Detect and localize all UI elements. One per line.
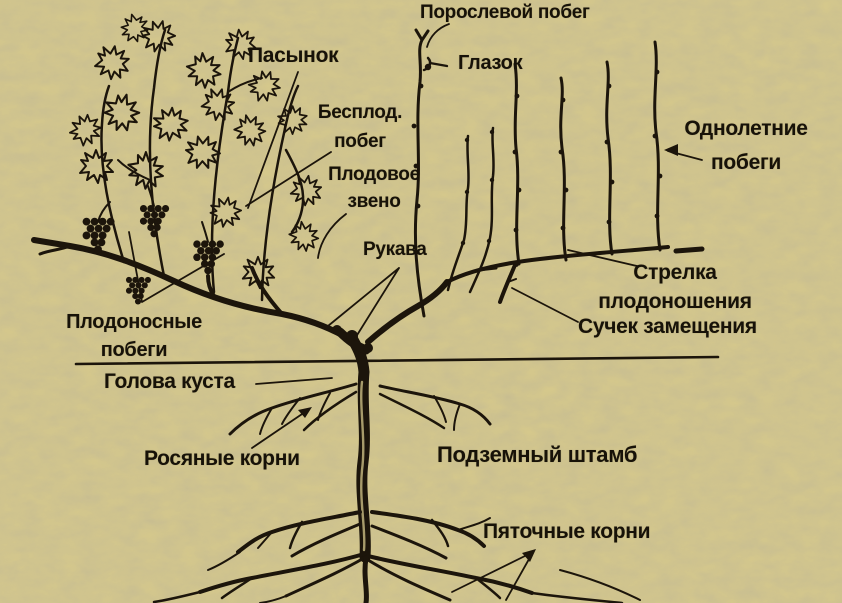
arrowheads [298, 144, 678, 562]
left-arm [31, 237, 347, 339]
label-rosyanye-korni: Росяные корни [144, 447, 300, 470]
pointer-rosyanye [251, 409, 309, 449]
replacement-spur [498, 261, 519, 304]
label-line: Стрелка [633, 261, 717, 284]
label-line: побеги [100, 339, 168, 361]
pointer-golova [255, 377, 333, 385]
label-line: плодоношения [598, 290, 752, 313]
label-besplodny-pobeg: Бесплод. побег [306, 98, 414, 156]
label-rukava: Рукава [363, 239, 427, 260]
label-strelka-plodonosheniya: Стрелка плодоношения [572, 258, 778, 316]
label-plodonosnye-pobegi: Плодоносные побеги [56, 308, 212, 364]
pointer-rukava [327, 267, 400, 341]
label-line: звено [347, 191, 401, 212]
pointer-glazok [428, 61, 449, 68]
label-poroslevoy-pobeg: Порослевой побег [420, 2, 590, 23]
label-podzemny-shtamb: Подземный штамб [437, 442, 638, 467]
ground-line [74, 355, 720, 366]
pointer-lines [128, 23, 703, 601]
label-line: Плодоносные [66, 311, 202, 333]
pointer-strelka [567, 249, 638, 267]
label-odnoletnie-pobegi: Однолетние побеги [672, 112, 820, 180]
label-line: Бесплод. [317, 102, 403, 123]
label-glazok: Глазок [458, 52, 523, 74]
label-line: побег [334, 131, 386, 152]
fruiting-arm [365, 245, 705, 345]
pointer-poroslevoy [426, 23, 450, 48]
label-line: Плодовое [328, 164, 420, 185]
heel-roots [152, 510, 641, 603]
label-plodovoe-zveno: Плодовое звено [318, 161, 430, 215]
label-pasynok: Пасынок [248, 44, 339, 67]
pointer-besplodny [245, 151, 332, 207]
pointer-pasynok [247, 71, 299, 209]
label-line: побеги [710, 151, 782, 174]
sucker-shoot [413, 28, 430, 318]
dew-roots [228, 382, 492, 436]
one-year-shoots [411, 28, 663, 318]
label-suchek-zameshcheniya: Сучек замещения [578, 315, 757, 338]
pointer-plodovoe-zveno [317, 213, 347, 259]
label-line: Однолетние [684, 117, 808, 140]
label-pyatochnye-korni: Пяточные корни [483, 520, 651, 543]
bud-nodes [411, 63, 663, 246]
label-golova-kusta: Голова куста [104, 370, 235, 393]
pointer-suchek [511, 287, 579, 323]
pointer-plodonosnye [128, 231, 225, 303]
